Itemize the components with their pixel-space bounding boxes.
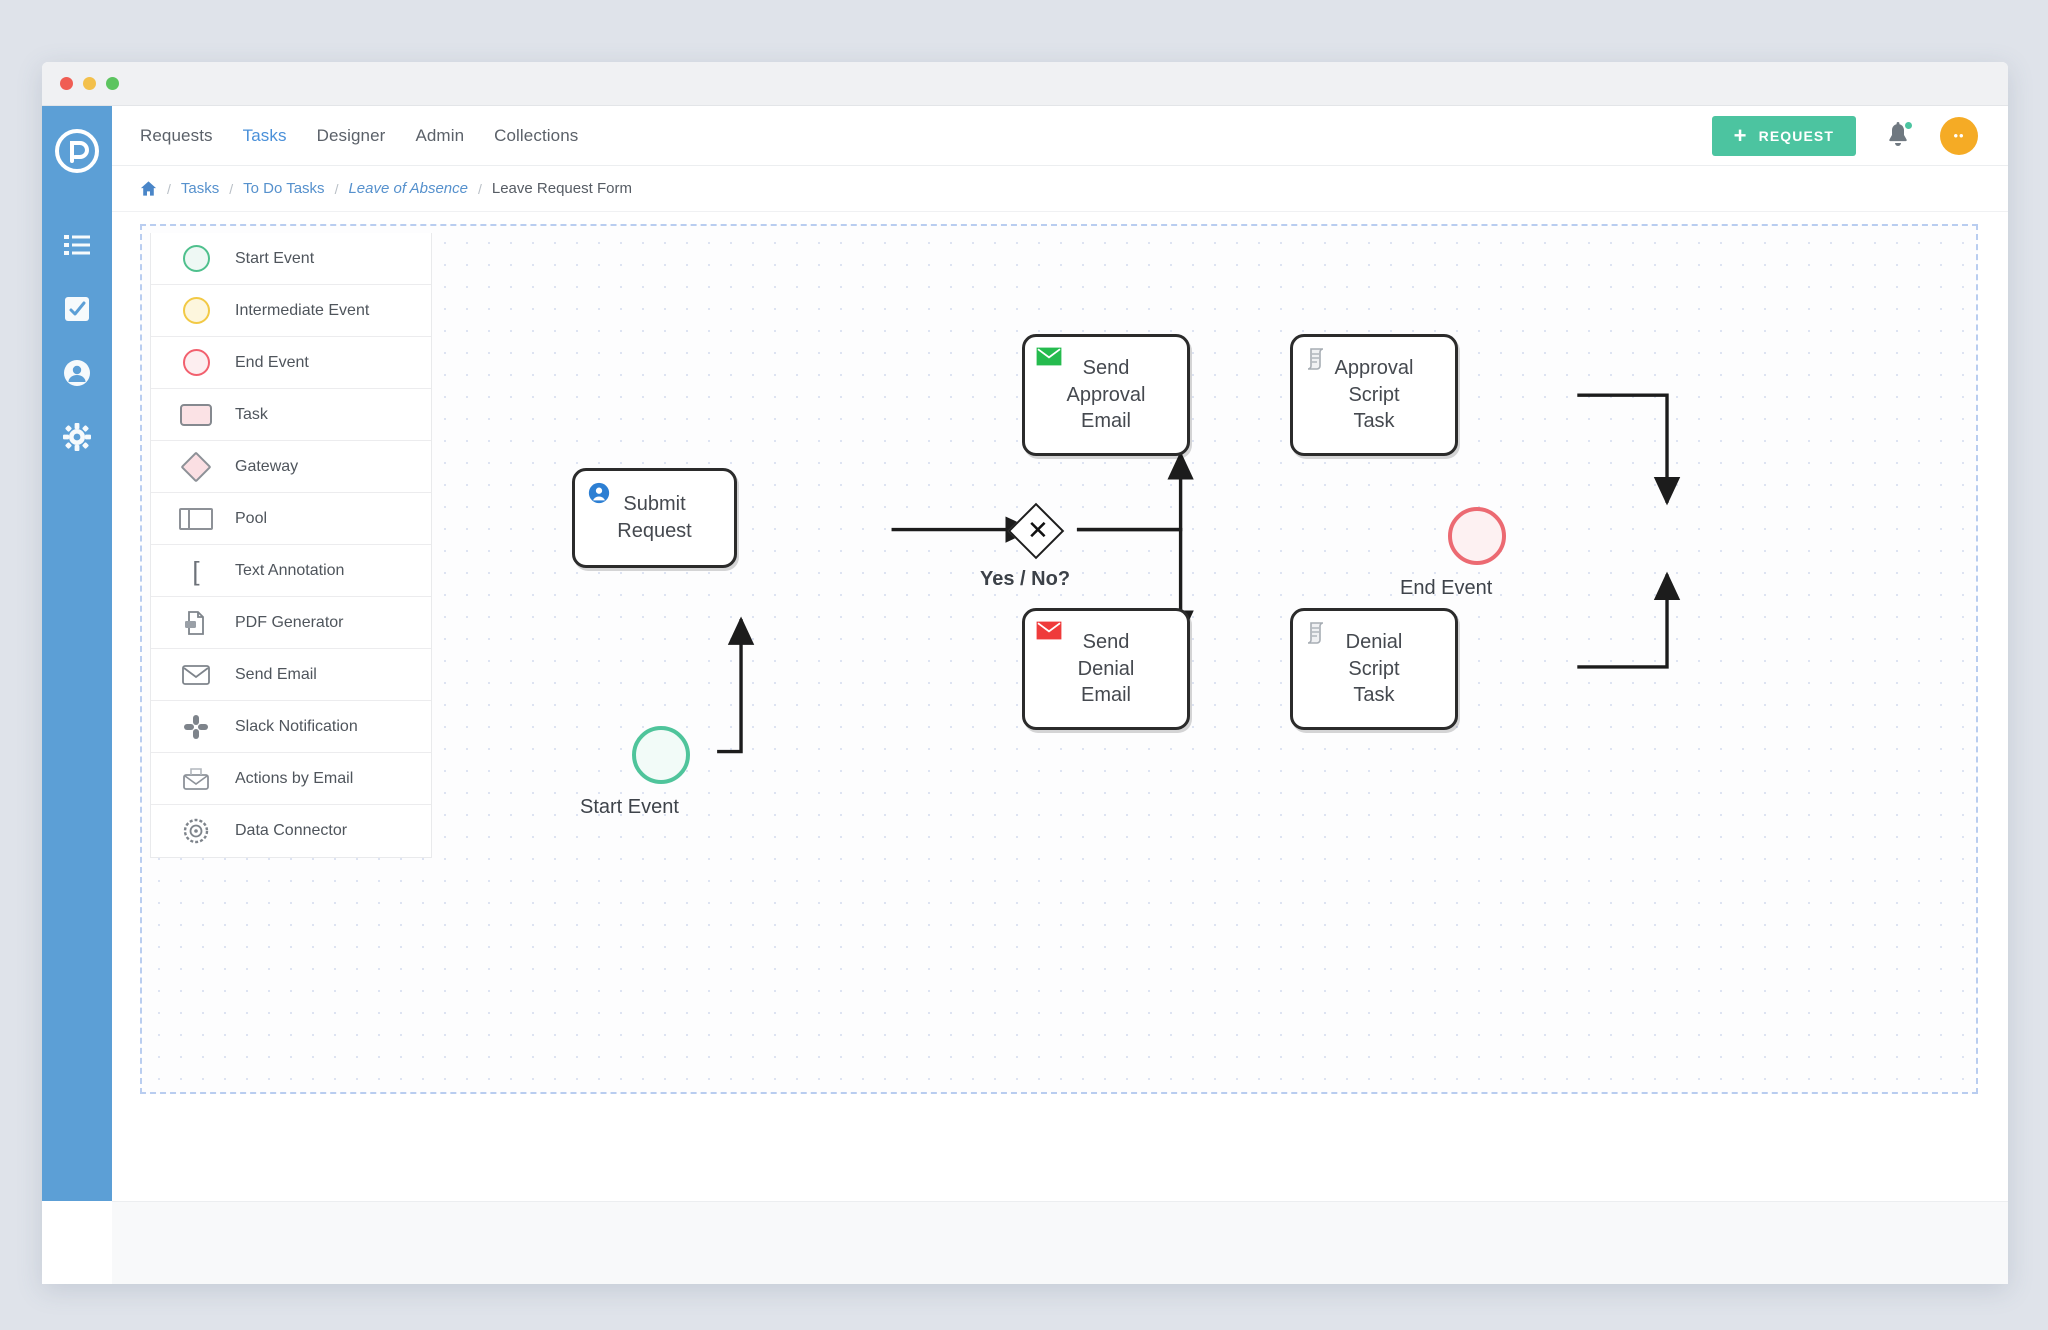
task-icon (177, 396, 215, 434)
send-email-icon (177, 656, 215, 694)
palette-item-slack-notification[interactable]: Slack Notification (151, 701, 431, 753)
end-event-label: End Event (1400, 577, 1493, 599)
start-event-icon (177, 240, 215, 278)
breadcrumb-item-current: Leave Request Form (491, 180, 632, 197)
palette-item-pdf-generator[interactable]: PDF Generator (151, 597, 431, 649)
task-check-icon[interactable] (62, 294, 92, 324)
notifications-button[interactable] (1884, 119, 1914, 151)
new-request-button[interactable]: + REQUEST (1711, 115, 1856, 156)
footer-strip (112, 1201, 2008, 1284)
gear-icon[interactable] (62, 422, 92, 452)
zoom-window-button[interactable] (106, 77, 119, 90)
pdf-generator-icon (177, 604, 215, 642)
palette-item-text-annotation[interactable]: [ Text Annotation (151, 545, 431, 597)
envelope-icon (1036, 621, 1062, 643)
palette-item-pool[interactable]: Pool (151, 493, 431, 545)
node-label: Send Approval Email (1066, 357, 1146, 433)
breadcrumb-separator: / (229, 180, 234, 197)
bell-icon (1889, 121, 1907, 146)
palette-item-send-email[interactable]: Send Email (151, 649, 431, 701)
breadcrumb-item-to-do-tasks[interactable]: To Do Tasks (243, 180, 325, 197)
nav-item-designer[interactable]: Designer (316, 125, 386, 145)
processmaker-logo-icon[interactable] (54, 128, 100, 174)
topbar-actions: + REQUEST •• (1711, 115, 1978, 156)
breadcrumb-separator: / (477, 180, 482, 197)
node-submit-request[interactable]: Submit Request (572, 468, 737, 568)
script-icon (1304, 347, 1330, 370)
node-label: Approval Script Task (1334, 357, 1414, 433)
avatar[interactable]: •• (1940, 116, 1978, 155)
sidebar-rail (42, 106, 112, 1201)
minimize-window-button[interactable] (83, 77, 96, 90)
palette-item-gateway[interactable]: Gateway (151, 441, 431, 493)
process-canvas[interactable]: Start Event Intermediate Event End Event (140, 224, 1978, 1094)
topbar: Requests Tasks Designer Admin Collection… (112, 106, 2008, 166)
start-event-node[interactable] (632, 726, 690, 784)
breadcrumb-item-leave-of-absence[interactable]: Leave of Absence (348, 180, 468, 197)
node-send-approval-email[interactable]: Send Approval Email (1022, 334, 1190, 456)
palette-item-label: Data Connector (235, 822, 348, 839)
breadcrumb: / Tasks / To Do Tasks / Leave of Absence… (112, 166, 2008, 212)
nav-item-collections[interactable]: Collections (494, 125, 579, 145)
palette-item-label: Send Email (235, 665, 317, 683)
gateway-label: Yes / No? (980, 568, 1071, 590)
profile-icon[interactable] (62, 358, 92, 388)
palette-item-end-event[interactable]: End Event (151, 337, 431, 389)
palette-item-start-event[interactable]: Start Event (151, 233, 431, 285)
palette-item-label: Start Event (235, 249, 315, 267)
nav-item-requests[interactable]: Requests (140, 125, 213, 145)
breadcrumb-separator: / (334, 180, 339, 197)
data-connector-icon (177, 812, 215, 850)
palette-item-label: Task (235, 405, 268, 423)
palette-item-task[interactable]: Task (151, 389, 431, 441)
node-label: Denial Script Task (1345, 631, 1403, 707)
app-window: Requests Tasks Designer Admin Collection… (42, 62, 2008, 1284)
palette-item-label: Gateway (235, 457, 299, 475)
nav-item-tasks[interactable]: Tasks (242, 125, 287, 145)
envelope-icon (1036, 347, 1062, 369)
palette-item-label: Pool (235, 509, 268, 527)
palette-item-data-connector[interactable]: Data Connector (151, 805, 431, 857)
notification-badge (1903, 119, 1914, 131)
home-icon[interactable] (140, 180, 157, 197)
user-task-icon (586, 481, 612, 504)
pool-icon (177, 500, 215, 538)
palette-item-intermediate-event[interactable]: Intermediate Event (151, 285, 431, 337)
palette-item-actions-by-email[interactable]: Actions by Email (151, 753, 431, 805)
intermediate-event-icon (177, 292, 215, 330)
main-nav: Requests Tasks Designer Admin Collection… (140, 126, 578, 146)
new-request-label: REQUEST (1758, 127, 1834, 144)
text-annotation-icon: [ (192, 555, 200, 586)
node-label: Send Denial Email (1077, 631, 1135, 707)
window-titlebar (42, 62, 2008, 106)
end-event-node[interactable] (1448, 507, 1506, 565)
actions-by-email-icon (177, 760, 215, 798)
palette-item-label: Actions by Email (235, 769, 354, 787)
script-icon (1304, 621, 1330, 644)
end-event-icon (177, 344, 215, 382)
node-denial-script-task[interactable]: Denial Script Task (1290, 608, 1458, 730)
node-label: Submit Request (617, 493, 692, 542)
close-window-button[interactable] (60, 77, 73, 90)
palette-item-label: Text Annotation (235, 561, 345, 579)
app-body: Requests Tasks Designer Admin Collection… (42, 106, 2008, 1284)
node-approval-script-task[interactable]: Approval Script Task (1290, 334, 1458, 456)
node-send-denial-email[interactable]: Send Denial Email (1022, 608, 1190, 730)
canvas-wrapper: Start Event Intermediate Event End Event (112, 212, 2008, 1201)
palette-item-label: Slack Notification (235, 717, 358, 735)
palette-item-label: Intermediate Event (235, 301, 370, 319)
palette-item-label: PDF Generator (235, 613, 344, 631)
main-column: Requests Tasks Designer Admin Collection… (112, 106, 2008, 1284)
list-icon[interactable] (62, 230, 92, 260)
gateway-x-icon: ✕ (1027, 515, 1049, 545)
plus-icon: + (1733, 122, 1748, 148)
palette-item-label: End Event (235, 353, 309, 371)
element-palette: Start Event Intermediate Event End Event (150, 233, 432, 858)
slack-icon (177, 708, 215, 746)
start-event-label: Start Event (580, 796, 679, 818)
breadcrumb-item-tasks[interactable]: Tasks (180, 180, 220, 197)
nav-item-admin[interactable]: Admin (415, 125, 465, 145)
breadcrumb-separator: / (167, 180, 171, 197)
